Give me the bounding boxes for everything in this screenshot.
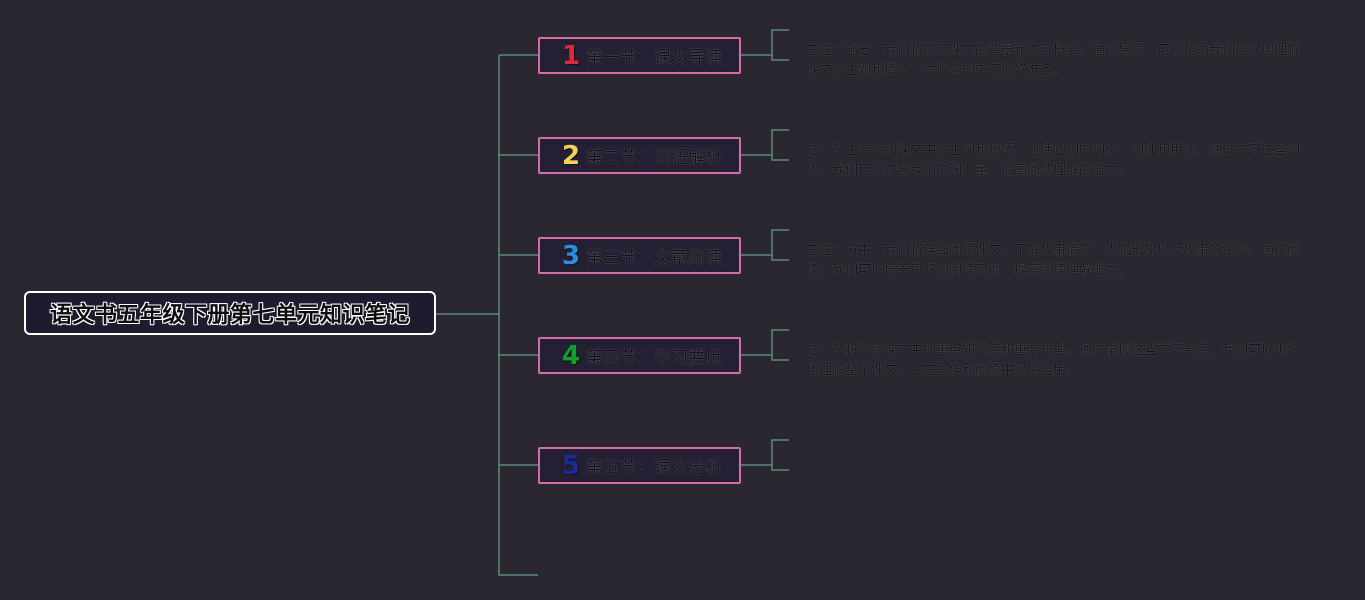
section-node-5[interactable]: 5 第五节：课文分析 bbox=[538, 447, 741, 484]
trunk-connector bbox=[498, 55, 538, 576]
section-description-4: 这一节将介绍课文中的重点知识点和重要句型。通过掌握这些学习要点，我们可以更好地理… bbox=[806, 343, 1301, 378]
section-node-3[interactable]: 3 第三节：文章阅读 bbox=[538, 237, 741, 274]
section-label: 第五节：课文分析 bbox=[586, 458, 722, 478]
detail-bracket-5 bbox=[741, 439, 789, 471]
detail-bracket-2 bbox=[741, 129, 789, 161]
section-number: 4 bbox=[561, 340, 581, 371]
section-number: 1 bbox=[561, 40, 581, 71]
section-description-1: 在这一部分，我们将学习课文的背景和内容概要。通过导读，可以帮助我们更好地理解课文… bbox=[806, 43, 1301, 78]
section-label: 第二节：词语解析 bbox=[586, 148, 722, 168]
section-label: 第一节：课文导读 bbox=[586, 48, 722, 68]
section-node-1[interactable]: 1 第一节：课文导读 bbox=[538, 37, 741, 74]
detail-bracket-4 bbox=[741, 329, 789, 361]
section-number: 2 bbox=[561, 140, 581, 171]
section-number: 5 bbox=[561, 450, 581, 481]
section-description-2: 这一节主要介绍课文中的生词和短语，包括它们的词义、词性和用法。通过学习这些词语，… bbox=[806, 143, 1301, 178]
section-label: 第三节：文章阅读 bbox=[586, 248, 722, 268]
detail-bracket-3 bbox=[741, 229, 789, 261]
section-number: 3 bbox=[561, 240, 581, 271]
section-label: 第四节：学习要点 bbox=[586, 348, 722, 368]
section-description-3: 在这一节中，我们将详细阅读课文，了解故事情节、人物形象以及故事的结构。通过阅读，… bbox=[806, 243, 1301, 278]
section-node-2[interactable]: 2 第二节：词语解析 bbox=[538, 137, 741, 174]
detail-bracket-1 bbox=[741, 29, 789, 61]
root-topic[interactable]: 语文书五年级下册第七单元知识笔记 bbox=[24, 291, 436, 335]
section-node-4[interactable]: 4 第四节：学习要点 bbox=[538, 337, 741, 374]
